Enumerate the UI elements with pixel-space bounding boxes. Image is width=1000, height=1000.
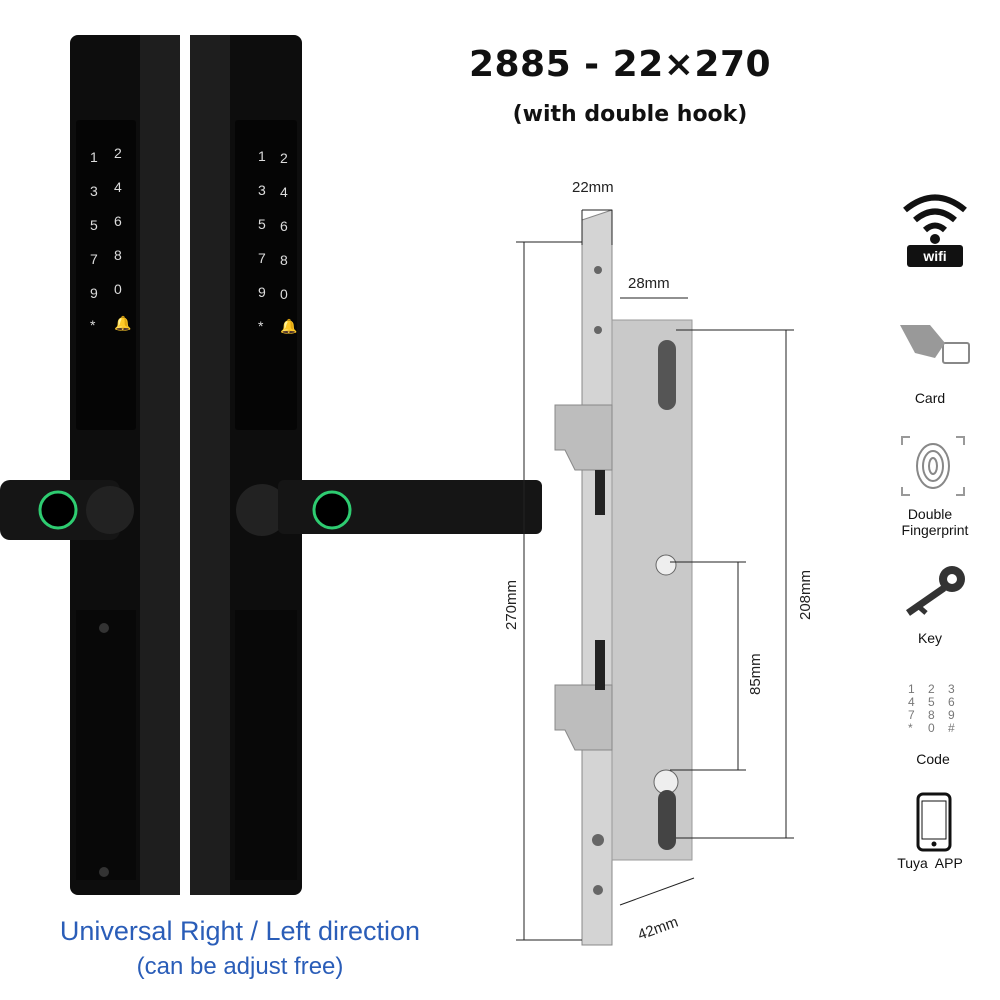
code-digit: 1 (908, 682, 915, 696)
code-keypad-icon: 1 2 3 4 5 6 7 8 9 * 0 # (908, 683, 968, 743)
key-1: 1 (258, 148, 266, 164)
fingerprint-icon (898, 433, 968, 499)
dim-270mm: 270mm (503, 580, 520, 630)
key-0: 0 (114, 281, 122, 297)
code-digit: 4 (908, 695, 915, 709)
code-digit: 8 (928, 708, 935, 722)
code-digit: # (948, 721, 955, 735)
dim-208mm: 208mm (797, 570, 814, 620)
page-title: 2885 - 22×270 (468, 44, 772, 85)
dim-85mm: 85mm (747, 653, 764, 695)
key-7: 7 (258, 250, 266, 266)
keypad-right: 1 2 3 4 5 6 7 8 9 0 * 🔔 (252, 148, 302, 348)
bell-icon: 🔔 (114, 315, 132, 331)
card-icon (895, 313, 975, 373)
key-8: 8 (114, 247, 122, 263)
code-digit: 5 (928, 695, 935, 709)
key-2: 2 (114, 145, 122, 161)
feature-icons: wifi Card Double Fingerprint Key 1 2 3 4 (880, 185, 990, 885)
key-3: 3 (90, 183, 98, 199)
key-9: 9 (90, 285, 98, 301)
key-icon (900, 563, 970, 618)
right-lock-panel (190, 35, 302, 895)
app-label: Tuya APP (897, 855, 963, 871)
page-subtitle: (with double hook) (512, 102, 748, 127)
dim-42mm: 42mm (636, 914, 681, 944)
dim-28mm: 28mm (628, 275, 670, 292)
key-6: 6 (114, 213, 122, 229)
key-6: 6 (280, 218, 288, 234)
code-digit: 7 (908, 708, 915, 722)
card-label: Card (914, 390, 946, 406)
code-digit: 0 (928, 721, 935, 735)
phone-icon (916, 792, 952, 852)
fingerprint-label-1: Double (907, 506, 953, 522)
left-lock-panel (70, 35, 180, 895)
fingerprint-label-2: Fingerprint (901, 522, 969, 538)
keypad-left: 1 2 3 4 5 6 7 8 9 0 * 🔔 (84, 145, 134, 345)
key-0: 0 (280, 286, 288, 302)
key-5: 5 (258, 216, 266, 232)
dim-22mm: 22mm (572, 179, 614, 196)
code-label: Code (916, 751, 950, 767)
code-digit: 3 (948, 682, 955, 696)
code-digit: 2 (928, 682, 935, 696)
direction-subcaption: (can be adjust free) (136, 953, 344, 980)
key-7: 7 (90, 251, 98, 267)
key-2: 2 (280, 150, 288, 166)
code-digit: 6 (948, 695, 955, 709)
direction-caption: Universal Right / Left direction (59, 916, 421, 946)
right-handle (236, 480, 542, 536)
key-1: 1 (90, 149, 98, 165)
bell-icon: 🔔 (280, 318, 298, 334)
left-handle (0, 480, 134, 540)
key-4: 4 (280, 184, 288, 200)
code-digit: 9 (948, 708, 955, 722)
wifi-label: wifi (907, 245, 963, 267)
wifi-icon: wifi (895, 185, 975, 270)
key-label: Key (917, 630, 943, 646)
key-star: * (258, 318, 264, 334)
key-8: 8 (280, 252, 288, 268)
key-star: * (90, 317, 96, 333)
code-digit: * (908, 721, 913, 735)
key-4: 4 (114, 179, 122, 195)
key-9: 9 (258, 284, 266, 300)
mortise-diagram: 22mm 28mm 270mm 208mm 85mm 42mm (503, 179, 814, 946)
key-5: 5 (90, 217, 98, 233)
smart-lock-illustration (0, 35, 542, 895)
key-3: 3 (258, 182, 266, 198)
